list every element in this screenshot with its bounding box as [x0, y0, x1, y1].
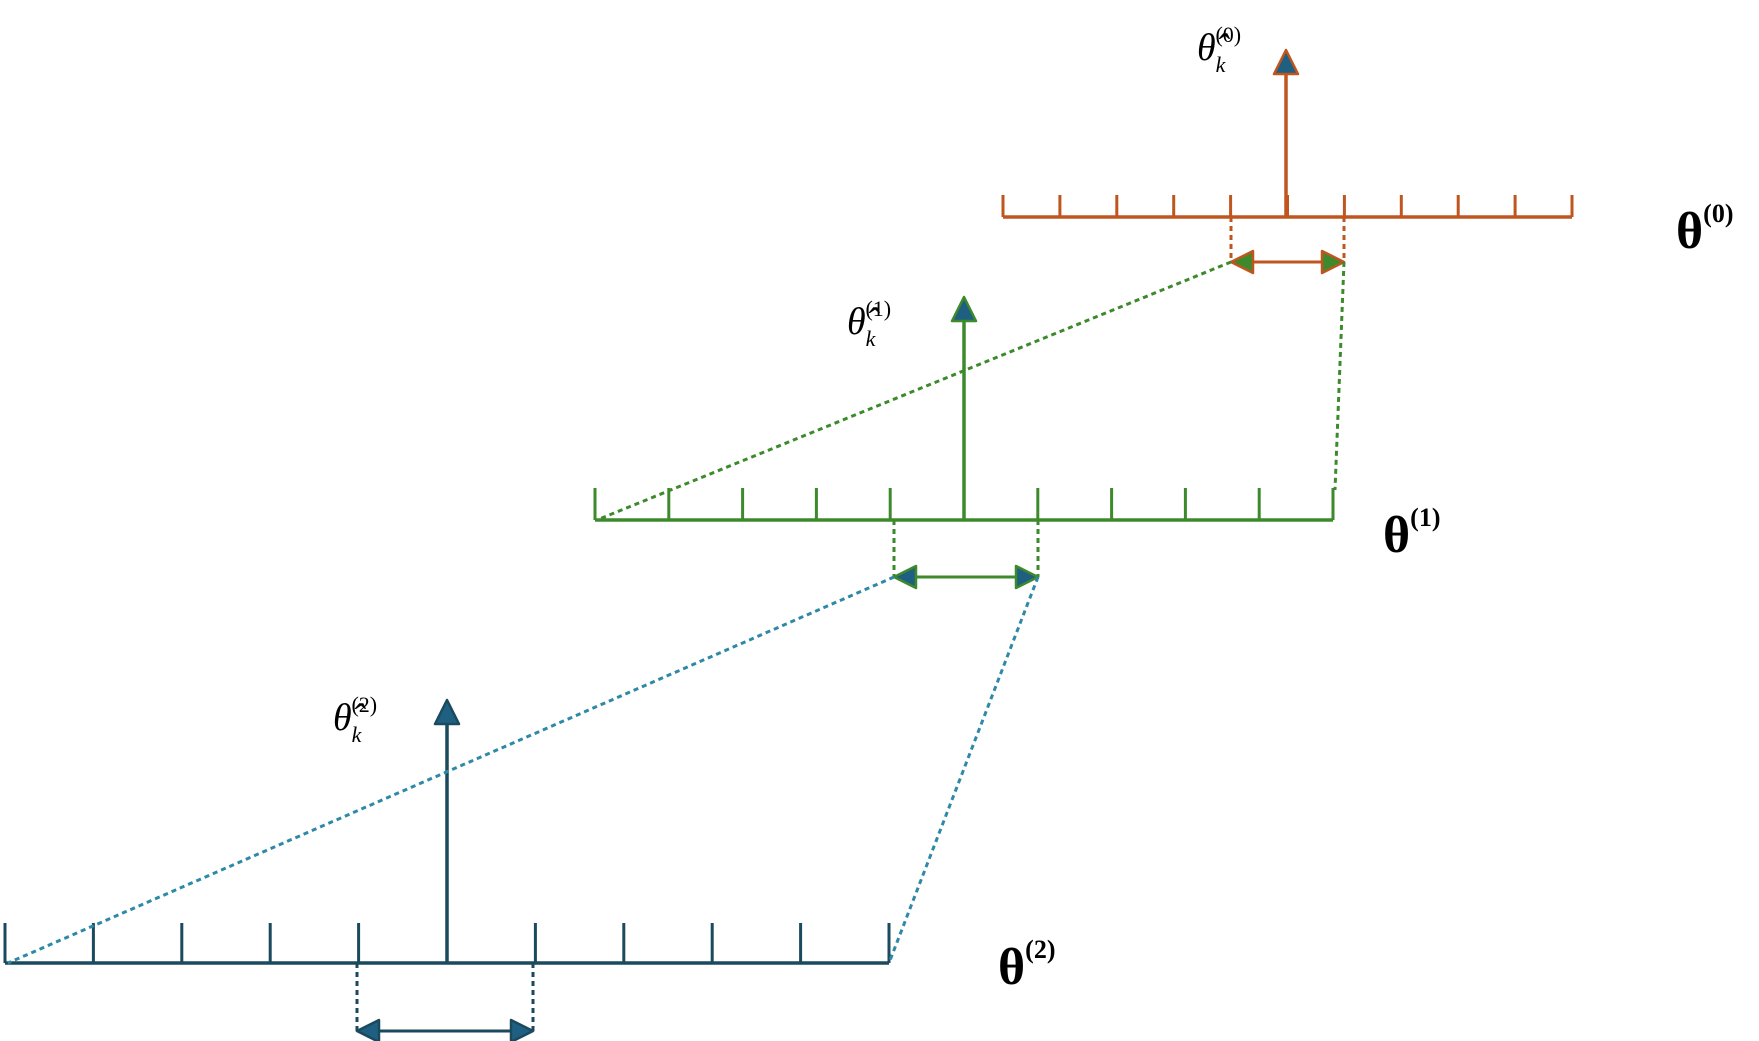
theta-hat-0-label: θ̂k(0): [1197, 22, 1241, 77]
theta-hat-2-sup: (2): [351, 692, 377, 717]
theta-hat-2-sub: k: [352, 722, 363, 747]
level-2-axis: [3, 698, 891, 1041]
level-2-interval-arrow-right-head: [509, 1018, 535, 1041]
refinement-connectors: [7, 260, 1346, 965]
theta-1-label: θ(1): [1383, 503, 1440, 564]
connector-0-to-1-right: [1333, 261, 1346, 491]
theta-hat-1-sup: (1): [865, 296, 891, 321]
theta-0-base: θ: [1676, 203, 1703, 260]
connector-0-to-1-left: [596, 260, 1232, 522]
level-1-estimate-arrow-head: [950, 295, 978, 323]
theta-hat-0-sub: k: [1216, 52, 1227, 77]
theta-0-sup: (0): [1703, 199, 1733, 228]
level-0-interval-arrow-right-head: [1320, 249, 1346, 275]
connector-1-to-2-left: [7, 575, 895, 965]
theta-1-base: θ: [1383, 507, 1410, 564]
level-1-interval-arrow-left-head: [892, 564, 918, 590]
level-2-estimate-arrow-head: [433, 698, 461, 726]
theta-hat-0-sup: (0): [1215, 22, 1241, 47]
level-1-interval-arrow-right-head: [1014, 564, 1040, 590]
level-2-interval-arrow-left-head: [355, 1018, 381, 1041]
theta-2-base: θ: [998, 939, 1025, 996]
level-1-axis: [593, 295, 1335, 590]
theta-1-sup: (1): [1410, 503, 1440, 532]
level-0-interval-arrow-left-head: [1229, 249, 1255, 275]
theta-0-label: θ(0): [1676, 199, 1733, 260]
theta-hat-1-sub: k: [866, 326, 877, 351]
level-0-estimate-arrow-head: [1272, 48, 1300, 76]
connector-1-to-2-right: [887, 576, 1040, 964]
theta-2-label: θ(2): [998, 935, 1055, 996]
level-0-axis: [1001, 48, 1574, 275]
theta-hat-1-label: θ̂k(1): [847, 296, 891, 351]
theta-hat-2-label: θ̂k(2): [333, 692, 377, 747]
theta-2-sup: (2): [1025, 935, 1055, 964]
